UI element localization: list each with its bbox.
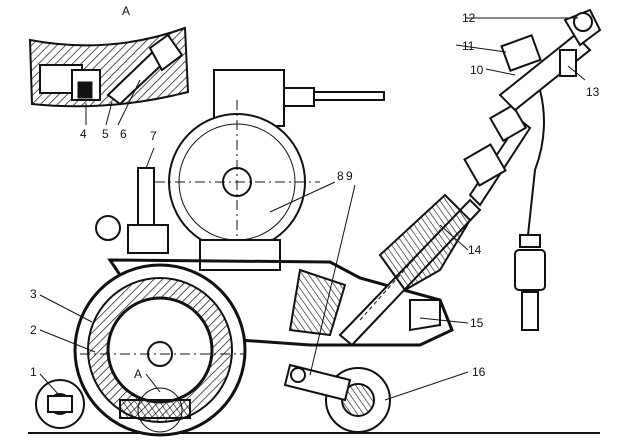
label-11: 11 bbox=[462, 39, 475, 53]
diagram-labels: A A 1 2 3 4 5 6 7 8 9 10 11 12 13 14 15 … bbox=[30, 4, 600, 381]
label-3: 3 bbox=[30, 287, 37, 301]
label-9: 9 bbox=[346, 169, 353, 183]
label-10: 10 bbox=[470, 63, 484, 77]
label-7: 7 bbox=[150, 129, 157, 143]
label-8: 8 bbox=[337, 169, 344, 183]
label-1: 1 bbox=[30, 365, 37, 379]
label-6: 6 bbox=[120, 127, 127, 141]
label-12: 12 bbox=[462, 11, 476, 25]
lifting-pin bbox=[95, 167, 169, 254]
leader-lines bbox=[39, 17, 586, 401]
label-16: 16 bbox=[472, 365, 486, 379]
switch-assembly bbox=[498, 8, 602, 112]
label-5: 5 bbox=[102, 127, 109, 141]
power-cable bbox=[514, 89, 546, 331]
drum-assembly bbox=[73, 263, 247, 437]
label-15: 15 bbox=[470, 316, 484, 330]
label-4: 4 bbox=[80, 127, 87, 141]
label-2: 2 bbox=[30, 323, 37, 337]
detail-title: A bbox=[122, 4, 130, 18]
label-13: 13 bbox=[586, 85, 600, 99]
detail-view-a bbox=[28, 26, 190, 126]
handle-assembly bbox=[338, 103, 532, 347]
front-wheel bbox=[35, 379, 85, 429]
electric-motor bbox=[155, 69, 385, 271]
rear-roller bbox=[283, 363, 391, 433]
section-mark: A bbox=[134, 367, 142, 381]
label-14: 14 bbox=[468, 243, 482, 257]
